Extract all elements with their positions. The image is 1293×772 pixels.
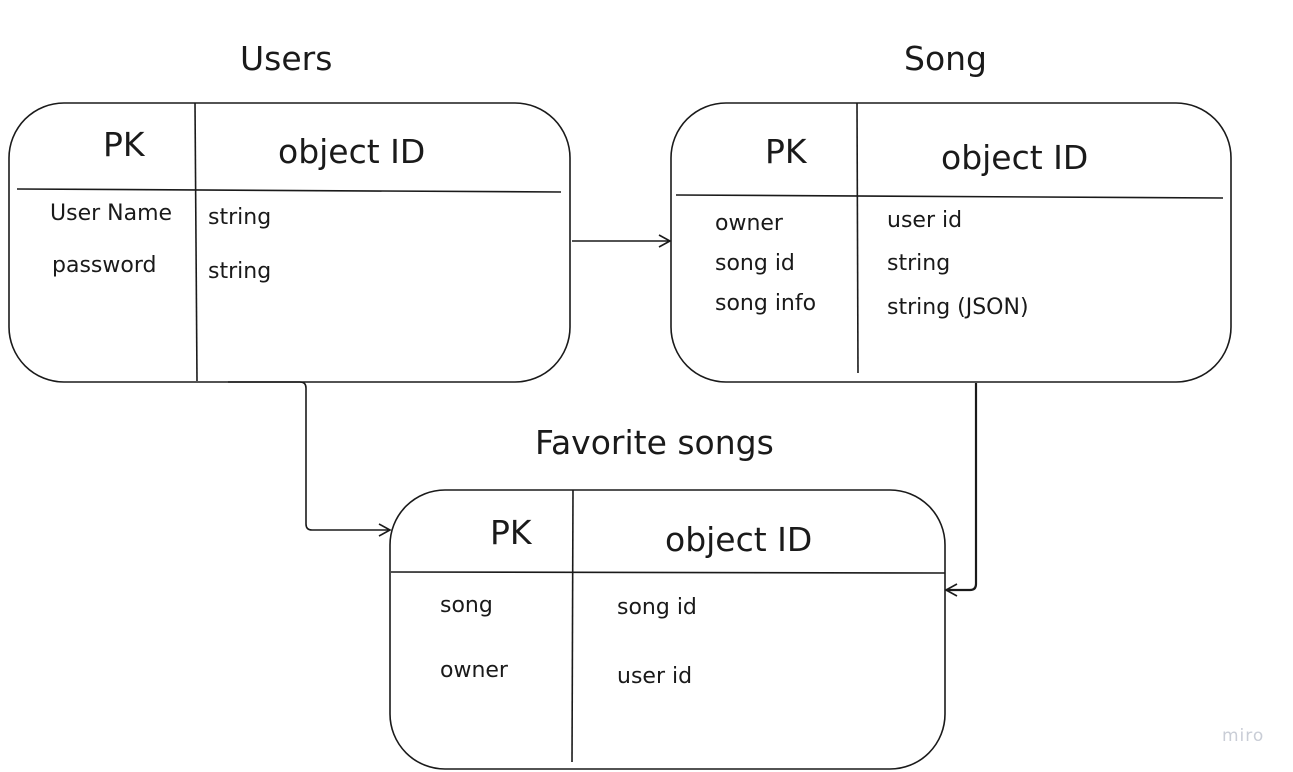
entity-users-header-divider xyxy=(16,188,562,193)
entity-favorite-songs-pk-label: PK xyxy=(490,513,532,552)
entity-favorite-songs-pk-type: object ID xyxy=(665,520,813,559)
entity-users-field-type: string xyxy=(208,205,272,230)
entity-users-column-divider xyxy=(194,102,198,382)
entity-users-title: Users xyxy=(240,39,333,78)
entity-song-field-name: song id xyxy=(715,251,795,276)
entity-song-field-type: string xyxy=(887,251,951,276)
entity-favorite-songs-field-name: owner xyxy=(440,658,508,683)
entity-users-field-name: password xyxy=(52,253,157,278)
miro-watermark: miro xyxy=(1222,726,1265,746)
entity-users-field-name: User Name xyxy=(50,201,173,226)
entity-song-field-name: song info xyxy=(715,291,817,316)
entity-favorite-songs-field-name: song xyxy=(440,593,493,618)
entity-song-title: Song xyxy=(904,39,987,78)
entity-song-pk-label: PK xyxy=(765,132,807,171)
entity-users-pk-label: PK xyxy=(103,125,145,164)
entity-favorite-songs-field-type: song id xyxy=(617,595,697,620)
entity-users-pk-type: object ID xyxy=(278,132,426,171)
entity-song-field-type: user id xyxy=(887,208,963,233)
entity-favorite-songs[interactable] xyxy=(389,489,946,770)
entity-favorite-songs-column-divider xyxy=(571,489,574,763)
relation-users-to-favorite-songs[interactable] xyxy=(228,381,392,537)
entity-song-pk-type: object ID xyxy=(941,138,1089,177)
entity-song-field-name: owner xyxy=(715,211,783,236)
relation-song-to-favorite-songs[interactable] xyxy=(944,383,978,597)
entity-song-field-type: string (JSON) xyxy=(887,295,1029,320)
entity-favorite-songs-title: Favorite songs xyxy=(535,423,774,462)
entity-favorite-songs-field-type: user id xyxy=(617,664,693,689)
entity-favorite-songs-border xyxy=(389,489,946,770)
entity-song-column-divider xyxy=(856,102,859,374)
entity-song-header-divider xyxy=(675,194,1224,199)
entity-favorite-songs-header-divider xyxy=(390,571,946,574)
entity-users-field-type: string xyxy=(208,259,272,284)
